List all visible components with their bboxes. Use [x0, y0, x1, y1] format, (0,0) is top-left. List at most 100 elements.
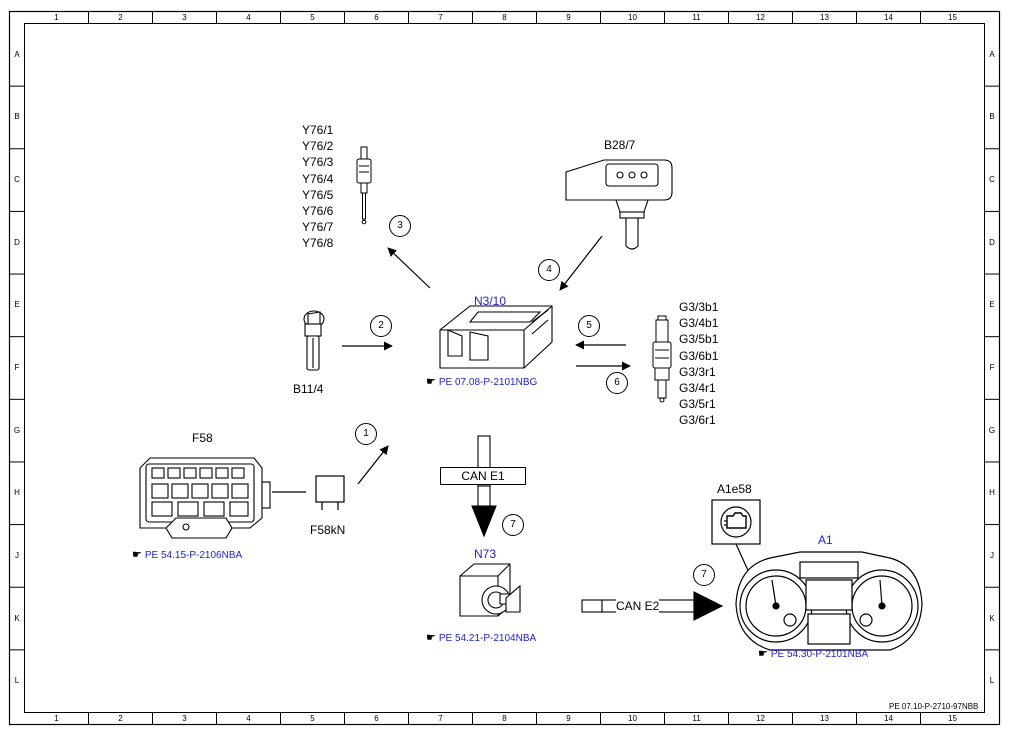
glow-plug-label: Y76/2 [302, 139, 334, 154]
g3-label: G3/6r1 [679, 413, 716, 428]
ignition-ref-text: PE 54.21-P-2104NBA [438, 633, 537, 644]
grid-col-label: 5 [310, 713, 315, 723]
fuse-drawing [315, 475, 345, 510]
step-marker-6: 6 [606, 372, 628, 394]
grid-row-label: G [13, 425, 21, 435]
grid-row-label: F [989, 363, 995, 372]
grid-col-label: 12 [756, 12, 765, 22]
ignition-switch-label: N73 [474, 547, 497, 561]
grid-row-label: D [989, 237, 995, 247]
step-marker-1: 1 [355, 423, 377, 445]
arrow-4 [559, 235, 603, 291]
grid-row-label: J [15, 550, 19, 560]
grid-col-label: 14 [884, 12, 893, 22]
fuse-box-ref-text: PE 54.15-P-2106NBA [144, 550, 243, 561]
control-unit-ref-text: PE 07.08-P-2101NBG [438, 377, 538, 388]
sheet-frame [8, 10, 1001, 726]
g3-label: G3/5b1 [679, 332, 719, 347]
grid-col-label: 13 [820, 713, 829, 723]
grid-col-label: 7 [438, 12, 443, 22]
fuse-box-ref-link[interactable]: ☛PE 54.15-P-2106NBA [132, 549, 242, 562]
indicator-lamp-drawing [711, 499, 761, 545]
grid-row-label: K [989, 613, 995, 623]
grid-col-label: 2 [118, 12, 123, 22]
glow-plug-label: Y76/6 [302, 204, 334, 219]
instrument-cluster-label: A1 [818, 533, 833, 547]
grid-col-label: 10 [628, 713, 637, 723]
grid-row-label: J [990, 550, 994, 560]
glow-plug-list-g3: G3/3b1 G3/4b1 G3/5b1 G3/6b1 G3/3r1 G3/4r… [679, 299, 718, 429]
grid-col-label: 9 [566, 713, 571, 723]
grid-row-label: B [989, 112, 995, 122]
grid-row-label: E [14, 300, 20, 310]
glow-plug-label: Y76/1 [302, 123, 334, 137]
grid-col-label: 1 [54, 12, 59, 22]
grid-col-label: 10 [628, 12, 637, 22]
g3-label: G3/6b1 [679, 348, 719, 363]
grid-row-label: A [14, 49, 20, 59]
grid-row-label: H [989, 488, 995, 498]
grid-row-label: B [14, 112, 20, 122]
g3-label: G3/3r1 [679, 364, 716, 379]
step-marker-5: 5 [578, 315, 600, 337]
pressure-sensor-label: B28/7 [604, 138, 636, 152]
glow-plug-list-y76: Y76/1 Y76/2 Y76/3 Y76/4 Y76/5 Y76/6 Y76/… [302, 122, 333, 252]
grid-col-label: 2 [118, 713, 123, 723]
step-marker-4: 4 [538, 259, 560, 281]
grid-col-label: 5 [310, 12, 315, 22]
pointing-hand-icon: ☛ [426, 632, 436, 644]
step-marker-3: 3 [389, 215, 411, 237]
can-e1-label: CAN E1 [440, 467, 526, 485]
grid-col-label: 11 [692, 12, 701, 22]
grid-row-label: C [989, 175, 995, 185]
grid-col-label: 11 [692, 713, 701, 723]
fuse-box-drawing [139, 457, 271, 539]
g3-label: G3/4b1 [679, 316, 719, 331]
fuse-label: F58kN [310, 523, 346, 537]
grid-col-label: 7 [438, 713, 443, 723]
grid-row-label: G [988, 425, 996, 435]
control-unit-label: N3/10 [474, 294, 507, 308]
pressure-sensor-drawing [565, 159, 673, 250]
glow-plug-label: Y76/3 [302, 155, 334, 170]
control-unit-ref-link[interactable]: ☛PE 07.08-P-2101NBG [426, 376, 537, 389]
glow-plug-label: Y76/7 [302, 220, 334, 235]
grid-col-label: 3 [182, 12, 187, 22]
grid-col-label: 12 [756, 713, 765, 723]
document-id: PE 07.10-P-2710-97NBB [889, 702, 979, 711]
grid-ticks [9, 11, 1000, 725]
ignition-switch-drawing [459, 563, 521, 617]
instrument-cluster-drawing [735, 551, 923, 651]
g3-label: G3/5r1 [679, 397, 716, 412]
step-marker-7b: 7 [693, 564, 715, 586]
grid-row-label: A [989, 49, 995, 59]
glow-plug-label: Y76/8 [302, 236, 334, 251]
grid-row-label: E [989, 300, 995, 310]
glow-plug-label: Y76/4 [302, 171, 334, 186]
cluster-ref-text: PE 54.30-P-2101NBA [770, 649, 869, 660]
pointing-hand-icon: ☛ [426, 376, 436, 388]
pointing-hand-icon: ☛ [758, 648, 768, 660]
step-marker-2: 2 [370, 315, 392, 337]
arrow-3 [387, 247, 431, 289]
grid-col-label: 4 [246, 12, 251, 22]
g3-label: G3/3b1 [679, 300, 719, 314]
glow-plug-drawing [356, 146, 372, 225]
grid-col-label: 9 [566, 12, 571, 22]
grid-col-label: 4 [246, 713, 251, 723]
grid-row-label: H [14, 488, 20, 498]
grid-row-label: F [14, 363, 20, 372]
glow-plug-right-drawing [652, 315, 672, 403]
can-e2-label: CAN E2 [616, 598, 660, 614]
cluster-ref-link[interactable]: ☛PE 54.30-P-2101NBA [758, 648, 868, 661]
temp-sensor-label: B11/4 [293, 382, 324, 396]
grid-row-label: C [14, 175, 20, 185]
flow-arrows [342, 235, 631, 485]
ignition-ref-link[interactable]: ☛PE 54.21-P-2104NBA [426, 632, 536, 645]
pointing-hand-icon: ☛ [132, 549, 142, 561]
grid-col-label: 3 [182, 713, 187, 723]
grid-col-label: 15 [948, 713, 957, 723]
arrow-1 [357, 445, 389, 485]
grid-col-label: 13 [820, 12, 829, 22]
